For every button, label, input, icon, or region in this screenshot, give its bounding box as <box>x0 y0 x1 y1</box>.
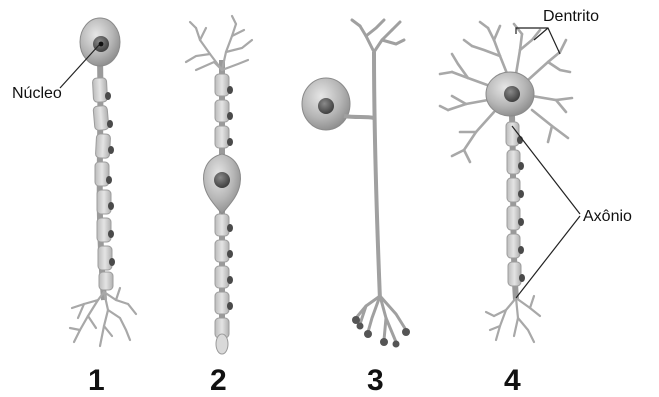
axon-pointer-lines <box>512 126 580 298</box>
dendrite-label: Dentrito <box>543 8 599 25</box>
neuron-3-peripheral-branches <box>352 20 404 52</box>
neuron-number-1: 1 <box>88 364 105 397</box>
neuron-4-nucleus <box>504 86 520 102</box>
neuron-2-myelin-lower <box>215 214 229 338</box>
neuron-1-myelin <box>92 78 113 290</box>
neuron-number-3: 3 <box>367 364 384 397</box>
neuron-4-axon-terminals <box>486 296 540 342</box>
neuron-2-myelin-upper <box>215 74 229 148</box>
neuron-2-axon-end <box>216 334 228 354</box>
neuron-3-nucleus <box>318 98 334 114</box>
neuron-2 <box>186 16 252 354</box>
axon-label: Axônio <box>583 208 632 225</box>
neuron-1 <box>70 18 136 346</box>
neuron-3-central-branches <box>356 296 406 342</box>
neuron-number-4: 4 <box>504 364 521 397</box>
nucleus-label: Núcleo <box>12 85 62 102</box>
neuron-3 <box>302 20 410 348</box>
neuron-4 <box>440 22 572 342</box>
neuron-number-2: 2 <box>210 364 227 397</box>
neuron-2-nucleus <box>214 172 230 188</box>
